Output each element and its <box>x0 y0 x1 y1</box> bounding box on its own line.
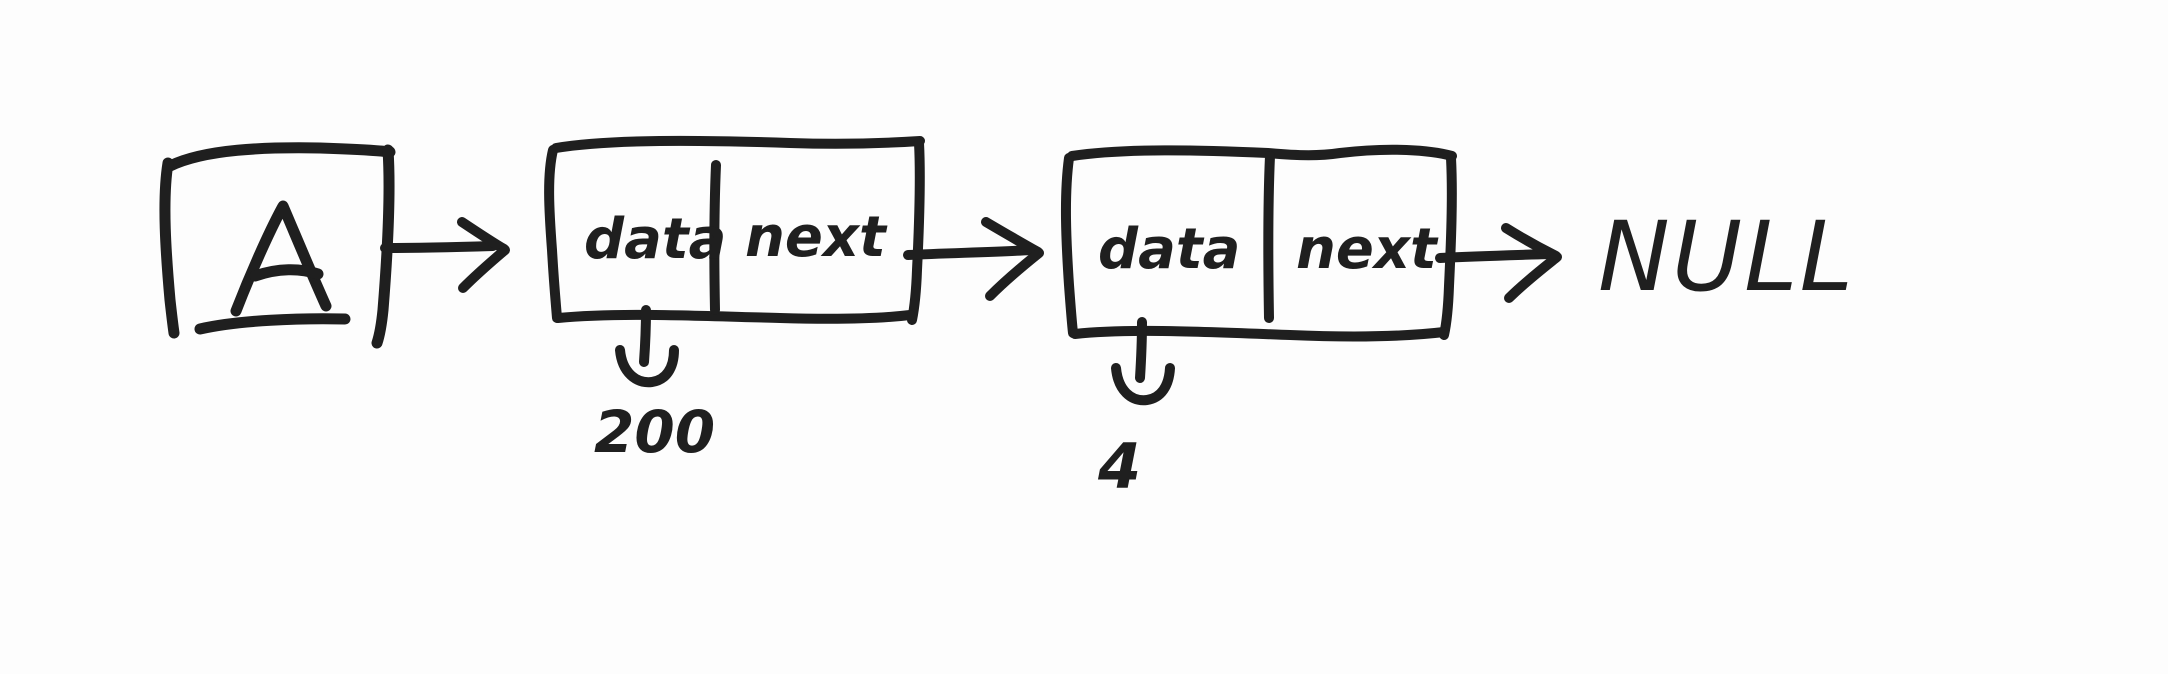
node-1[interactable] <box>544 135 925 325</box>
head-label-A <box>230 200 332 317</box>
node-2-value-connector <box>1111 317 1175 406</box>
head-pointer-box[interactable] <box>159 142 396 349</box>
arrow-head-to-node-1 <box>380 217 510 293</box>
arrow-node-2-to-null <box>1435 223 1562 303</box>
node-1-next-label: next <box>745 205 888 270</box>
null-terminator: NULL <box>1598 201 1855 313</box>
arrow-node-1-to-node-2 <box>903 217 1044 301</box>
node-2-data-value: 4 <box>1097 430 1141 503</box>
node-1-value-connector <box>615 305 679 388</box>
node-2-next-label: next <box>1296 217 1439 282</box>
node-2[interactable] <box>1060 144 1457 342</box>
node-1-data-label: data <box>584 207 726 272</box>
node-2-data-label: data <box>1098 217 1240 282</box>
node-1-data-value: 200 <box>594 398 715 466</box>
